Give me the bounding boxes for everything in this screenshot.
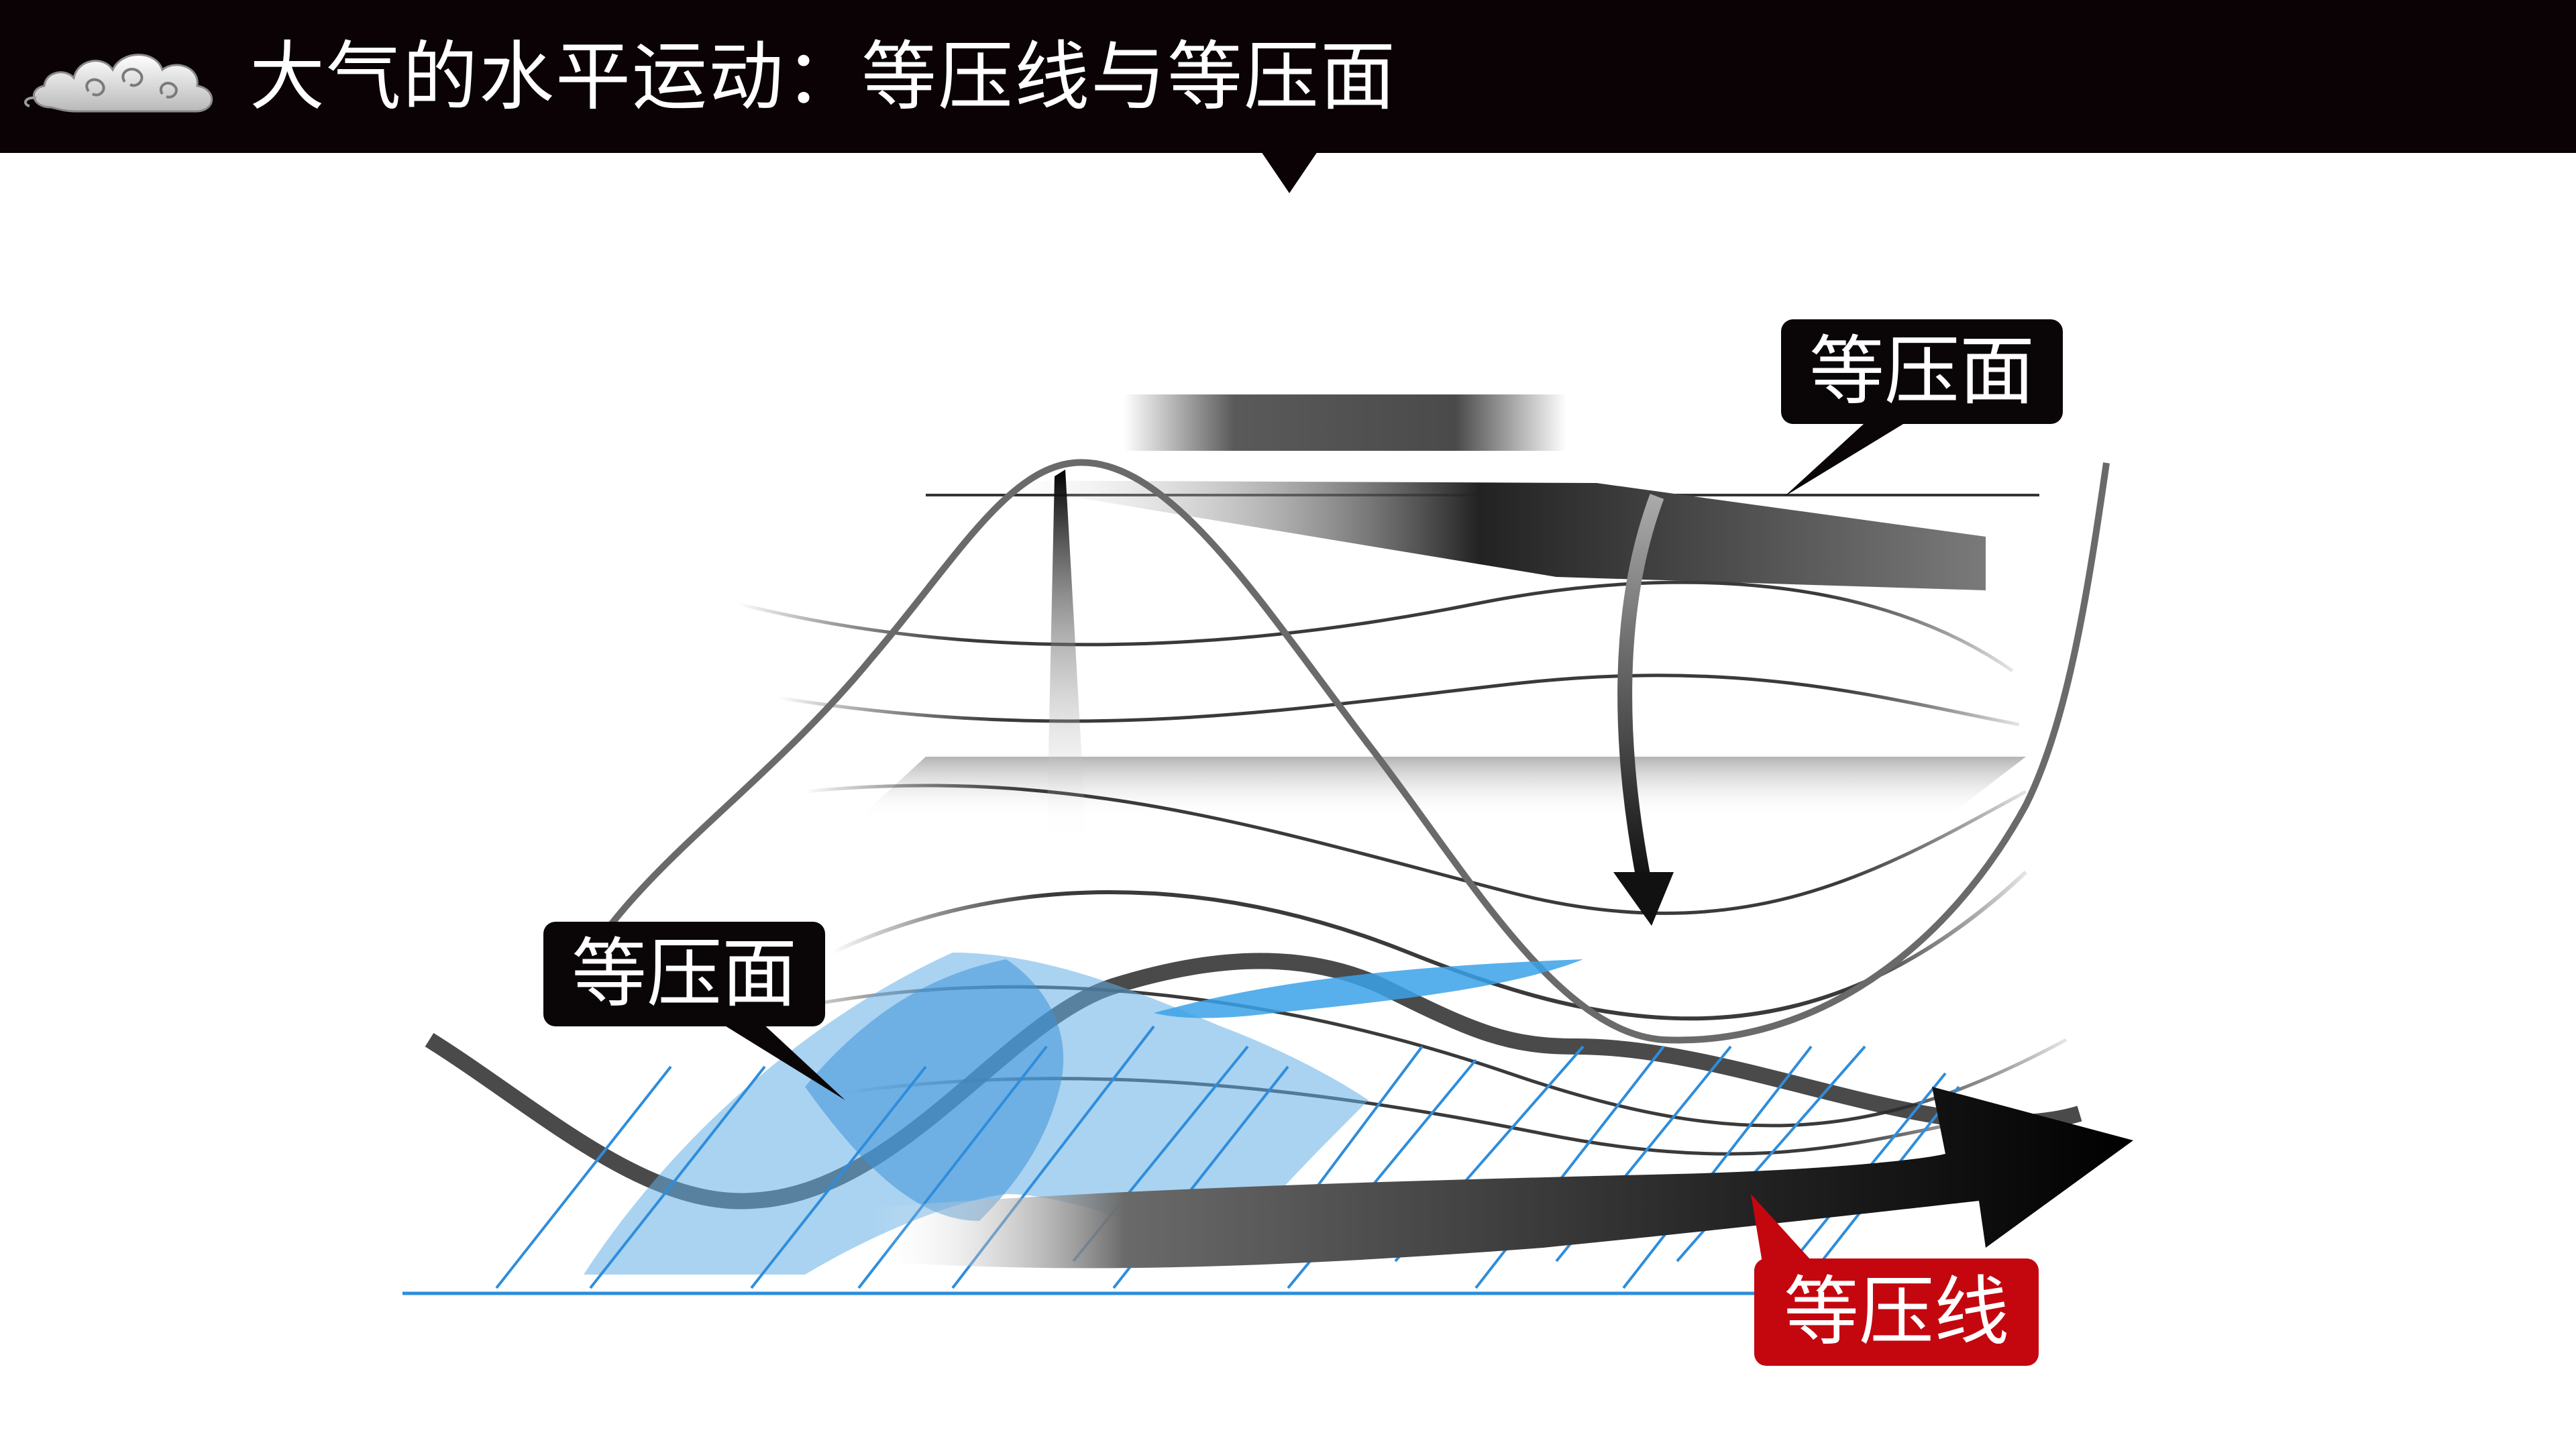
callout-isobar: 等压线 — [1754, 1258, 2039, 1366]
surface-line-1 — [737, 580, 2014, 673]
top-blur-bar — [1124, 394, 1566, 451]
title-pointer — [1261, 152, 1318, 193]
callout-top-tail — [1784, 411, 1925, 496]
isobar-hatch — [495, 1025, 1960, 1289]
middle-plane — [859, 757, 2026, 818]
blue-surface-ribbon — [1154, 959, 1583, 1018]
title-bar — [0, 0, 2576, 153]
surface-line-3 — [804, 784, 2027, 915]
large-wave-curve — [553, 459, 2110, 1044]
down-arrow-head — [1613, 872, 1674, 926]
down-arrow-shaft — [1617, 494, 1664, 881]
pressure-gradient-arrow — [872, 1087, 2133, 1269]
auspicious-cloud-icon — [24, 54, 213, 113]
upper-wedge — [973, 480, 1986, 590]
blue-surface-fold — [805, 959, 1064, 1221]
callout-lower-isobaric-surface: 等压面 — [543, 922, 825, 1026]
vertical-spike — [1046, 470, 1087, 845]
surface-line-2 — [777, 674, 2020, 727]
surface-line-4 — [830, 870, 2028, 1021]
callout-bottom-tail — [1751, 1194, 1818, 1275]
callout-left-tail — [704, 1013, 845, 1100]
page-title: 大气的水平运动：等压线与等压面 — [250, 34, 1397, 121]
callout-upper-isobaric-surface: 等压面 — [1781, 319, 2063, 424]
